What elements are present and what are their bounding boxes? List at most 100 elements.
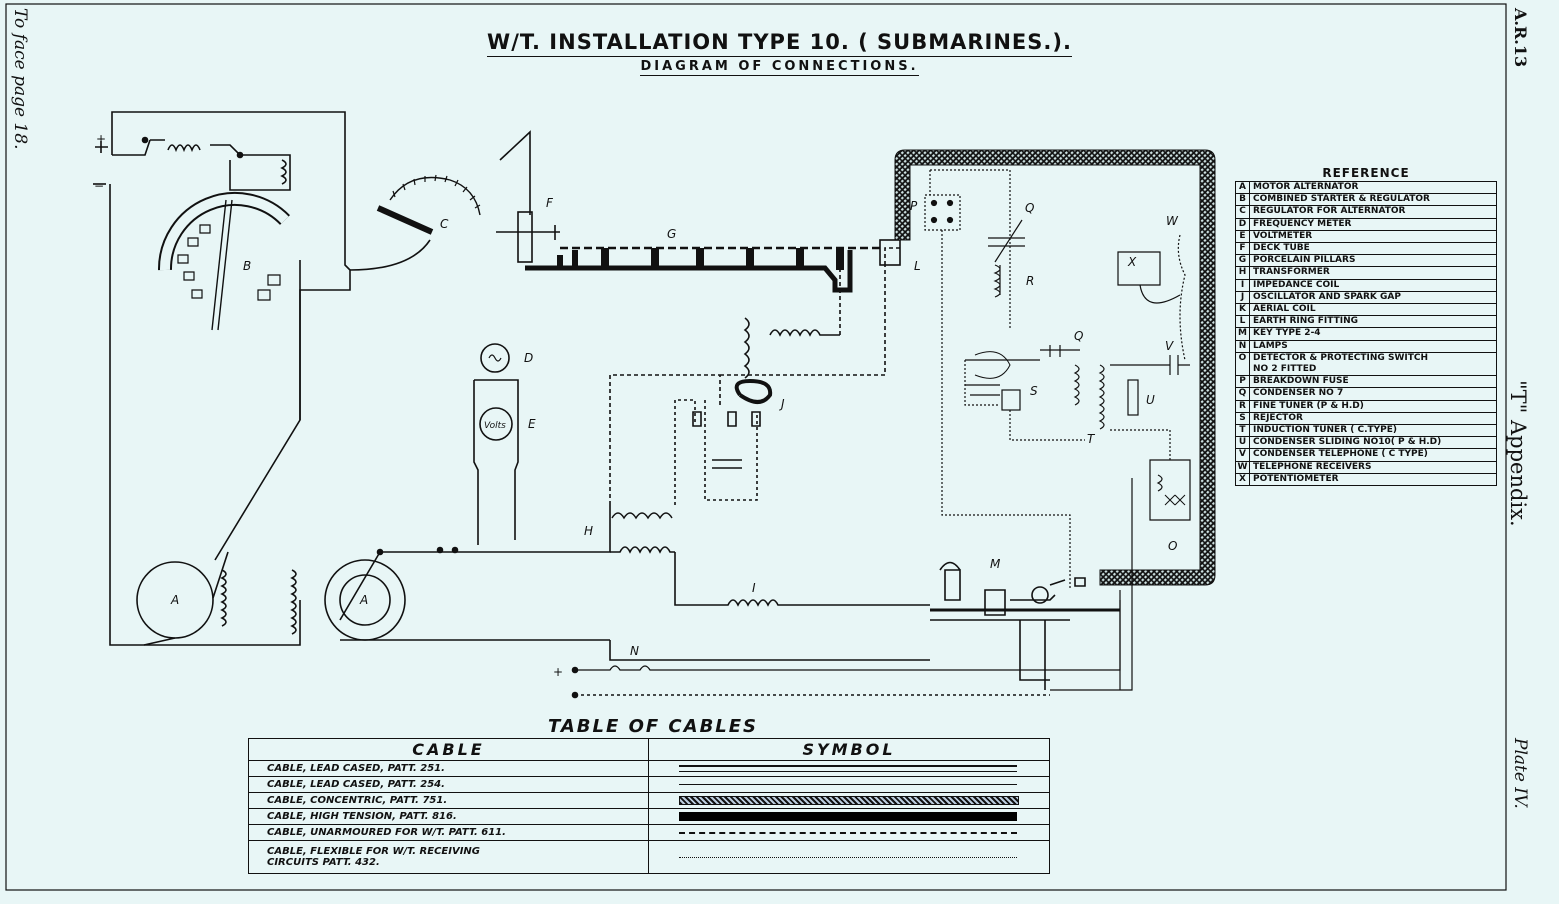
reference-description-line: LAMPS [1253, 340, 1288, 351]
label-x: X [1127, 255, 1137, 269]
condenser-q-upper-icon [988, 219, 1025, 263]
cable-symbol-swatch [679, 856, 1017, 858]
reference-description: DECK TUBE [1249, 242, 1497, 256]
lamp-plus-label: + [553, 665, 563, 679]
label-a-right: A [359, 593, 368, 607]
receiver-enclosure [894, 149, 1216, 586]
label-p: P [910, 199, 918, 213]
reference-description: INDUCTION TUNER ( C.TYPE) [1249, 424, 1497, 438]
cable-name: CABLE, UNARMOURED FOR W/T. PATT. 611. [248, 824, 649, 841]
reference-key: I [1235, 278, 1250, 292]
impedance-coil-icon [674, 552, 930, 607]
sheet-border [5, 3, 1507, 891]
diagram-subtitle: DIAGRAM OF CONNECTIONS. [640, 59, 919, 76]
cable-symbol-cell [648, 760, 1050, 777]
starter-arm [211, 199, 233, 331]
reference-key: F [1235, 242, 1250, 256]
reference-key: M [1235, 327, 1250, 341]
reference-description: OSCILLATOR AND SPARK GAP [1249, 290, 1497, 305]
label-l: L [914, 259, 921, 273]
potentiometer-icon [1117, 251, 1161, 286]
reference-description: LAMPS [1249, 339, 1497, 353]
induction-tuner-icon [1098, 364, 1105, 430]
label-j: J [779, 397, 785, 411]
cable-name-line: CABLE, LEAD CASED, PATT. 254. [267, 779, 445, 790]
oscillator-coil-icon [734, 378, 773, 404]
reference-description: EARTH RING FITTING [1249, 315, 1497, 329]
aerial-assembly [496, 130, 901, 293]
reference-description-line: COMBINED STARTER & REGULATOR [1253, 194, 1430, 205]
reference-description: TELEPHONE RECEIVERS [1249, 460, 1497, 474]
cable-symbol-swatch [679, 784, 1017, 785]
plus-terminal-label: + [96, 132, 106, 146]
reference-description-line: BREAKDOWN FUSE [1253, 376, 1349, 387]
cable-name: CABLE, LEAD CASED, PATT. 251. [248, 760, 649, 777]
label-b: B [243, 259, 251, 273]
high-tension-cable [525, 250, 853, 293]
motor-alternator-right-icon [339, 574, 391, 626]
reference-description-line: TRANSFORMER [1253, 267, 1330, 278]
reference-key: W [1235, 460, 1250, 474]
reference-key: U [1235, 436, 1250, 450]
breakdown-fuse-icon [924, 194, 961, 231]
oscillator-circuit [609, 247, 900, 505]
component-labels: + − A A B C D E Volts F G H I J L M N O … [94, 132, 1179, 679]
lamps-circuit [571, 600, 1121, 699]
label-e: E [528, 417, 536, 431]
telephone-condenser-icon [1110, 355, 1190, 375]
reference-description-line: CONDENSER NO 7 [1253, 388, 1344, 399]
reference-description-line: DECK TUBE [1253, 243, 1310, 254]
cable-row: CABLE, CONCENTRIC, PATT. 751. [248, 792, 1050, 809]
reference-title: REFERENCE [1322, 166, 1410, 180]
reference-key: J [1235, 290, 1250, 305]
label-o: O [1168, 539, 1177, 553]
fine-tuner-icon [993, 264, 1001, 298]
voltmeter-text: Volts [484, 421, 506, 431]
receiver-circuit [924, 169, 1191, 691]
label-t: T [1087, 432, 1096, 446]
cable-name-line: CABLE, LEAD CASED, PATT. 251. [267, 763, 445, 774]
alternator-regulator [349, 174, 481, 271]
reference-key: X [1235, 472, 1250, 487]
reference-key: E [1235, 229, 1250, 244]
cable-symbol-swatch [679, 771, 1017, 772]
minus-terminal-label: − [94, 179, 104, 193]
reference-key: D [1235, 217, 1250, 231]
reference-description-line: PORCELAIN PILLARS [1253, 255, 1356, 266]
reference-description: CONDENSER SLIDING NO10( P & H.D) [1249, 436, 1497, 450]
reference-description-line: MOTOR ALTERNATOR [1253, 182, 1359, 192]
reference-description-line: REGULATOR FOR ALTERNATOR [1253, 206, 1406, 217]
reference-description: KEY TYPE 2-4 [1249, 327, 1497, 341]
label-q-upper: Q [1025, 201, 1034, 215]
label-f: F [546, 196, 554, 210]
voltmeter-icon [479, 407, 513, 441]
reference-description: PORCELAIN PILLARS [1249, 254, 1497, 268]
cable-symbol-cell [648, 824, 1050, 841]
reference-description: MOTOR ALTERNATOR [1249, 180, 1497, 195]
reference-description-line: AERIAL COIL [1253, 304, 1316, 315]
cable-name-line: CABLE, HIGH TENSION, PATT. 816. [267, 811, 457, 822]
sliding-condenser-icon [1127, 379, 1139, 416]
cable-symbol-cell [648, 808, 1050, 825]
cable-name: CABLE, CONCENTRIC, PATT. 751. [248, 792, 649, 809]
cable-column-header: CABLE [248, 738, 649, 761]
label-c: C [440, 217, 449, 231]
cable-row: CABLE, LEAD CASED, PATT. 254. [248, 776, 1050, 793]
aerial-mast-icon [499, 130, 531, 215]
reference-description: FINE TUNER (P & H.D) [1249, 399, 1497, 413]
